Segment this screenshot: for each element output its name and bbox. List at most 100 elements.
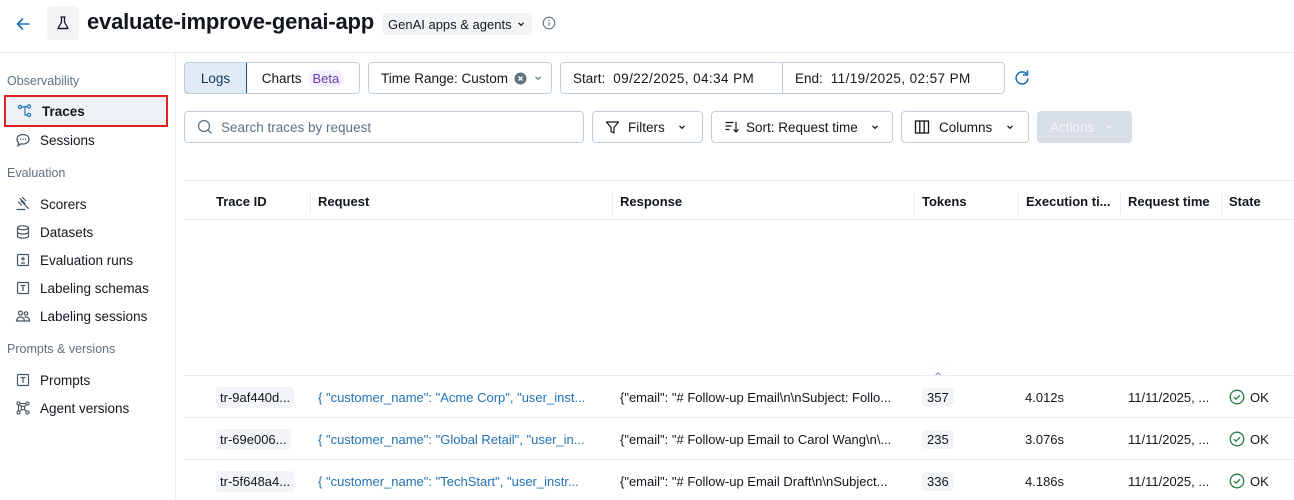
sidebar-item-label: Labeling schemas <box>40 280 149 296</box>
sidebar-item-labeling-schemas[interactable]: Labeling schemas <box>4 272 168 304</box>
state-label: OK <box>1250 389 1269 405</box>
traces-icon <box>16 103 33 120</box>
request-preview[interactable]: { "customer_name": "TechStart", "user_in… <box>318 473 579 489</box>
text-box-icon <box>14 372 31 389</box>
time-range-label: Time Range: Custom <box>381 70 509 86</box>
clear-icon[interactable] <box>514 72 527 85</box>
sidebar-item-label: Datasets <box>40 224 94 240</box>
search-input[interactable] <box>221 119 561 135</box>
arrow-left-icon <box>16 18 30 30</box>
trace-id[interactable]: tr-69e006... <box>216 428 291 450</box>
end-date-field[interactable]: End: 11/19/2025, 02:57 PM <box>783 63 1004 93</box>
gavel-icon <box>14 196 31 213</box>
back-button[interactable] <box>12 12 34 36</box>
response-preview: {"email": "# Follow-up Email to Carol Wa… <box>620 431 892 447</box>
sidebar-item-sessions[interactable]: Sessions <box>4 124 168 156</box>
column-header-request[interactable]: Request <box>310 181 612 221</box>
columns-dropdown[interactable]: Columns <box>901 111 1029 143</box>
chevron-down-icon <box>871 125 878 130</box>
start-label: Start: <box>573 70 606 86</box>
date-range-picker: Start: 09/22/2025, 04:34 PM End: 11/19/2… <box>560 62 1005 94</box>
state-badge: OK <box>1229 460 1289 500</box>
column-header-response[interactable]: Response <box>612 181 914 221</box>
sidebar-item-label: Evaluation runs <box>40 252 134 268</box>
sort-dropdown[interactable]: Sort: Request time <box>711 111 893 143</box>
trace-id[interactable]: tr-5f648a4... <box>216 470 295 492</box>
sidebar-item-label: Prompts <box>40 372 91 388</box>
info-icon[interactable] <box>542 16 558 32</box>
tokens-value: 357 <box>922 387 954 407</box>
beta-badge: Beta <box>307 69 345 87</box>
sidebar-item-label: Labeling sessions <box>40 308 148 324</box>
tab-charts[interactable]: Charts Beta <box>247 63 359 93</box>
response-preview: {"email": "# Follow-up Email Draft\n\nSu… <box>620 473 888 489</box>
chat-bubble-icon <box>14 132 31 149</box>
column-header-tokens[interactable]: Tokens <box>914 181 1018 221</box>
start-value: 09/22/2025, 04:34 PM <box>613 70 755 86</box>
chevron-down-icon <box>535 76 541 81</box>
refresh-icon <box>1015 70 1029 85</box>
sidebar-item-datasets[interactable]: Datasets <box>4 216 168 248</box>
column-header-request-time[interactable]: Request time <box>1120 181 1221 221</box>
search-icon <box>197 119 212 134</box>
main-content: Logs Charts Beta Time Range: Custom Star… <box>184 54 1294 500</box>
state-badge: OK <box>1229 418 1289 460</box>
nodes-icon <box>14 400 31 417</box>
check-circle-icon <box>1229 431 1245 447</box>
request-preview[interactable]: { "customer_name": "Acme Corp", "user_in… <box>318 389 586 405</box>
state-badge: OK <box>1229 376 1289 418</box>
chevron-down-icon <box>1007 125 1014 130</box>
view-toggle: Logs Charts Beta <box>184 62 360 94</box>
chevron-down-icon <box>517 22 524 27</box>
table-row[interactable]: tr-5f648a4... { "customer_name": "TechSt… <box>184 459 1294 500</box>
app-type-dropdown[interactable]: GenAI apps & agents <box>382 13 532 35</box>
app-icon <box>47 6 79 40</box>
sort-label: Sort: Request time <box>746 119 858 135</box>
table-row[interactable]: tr-69e006... { "customer_name": "Global … <box>184 417 1294 459</box>
sidebar-item-prompts[interactable]: Prompts <box>4 364 168 396</box>
section-prompts-versions: Prompts & versions <box>7 342 116 356</box>
tab-charts-label: Charts <box>261 70 302 86</box>
filters-button[interactable]: Filters <box>592 111 703 143</box>
columns-label: Columns <box>939 119 993 135</box>
request-time: 11/11/2025, ... <box>1128 473 1210 489</box>
sidebar-item-labeling-sessions[interactable]: Labeling sessions <box>4 300 168 332</box>
execution-time: 3.076s <box>1025 431 1065 447</box>
users-icon <box>14 308 31 325</box>
refresh-button[interactable] <box>1013 69 1031 87</box>
start-date-field[interactable]: Start: 09/22/2025, 04:34 PM <box>561 63 783 93</box>
time-range-dropdown[interactable]: Time Range: Custom <box>368 62 552 94</box>
column-header-trace-id[interactable]: Trace ID <box>216 193 267 209</box>
chevron-up-icon <box>935 371 941 376</box>
filter-icon <box>605 120 620 134</box>
text-box-icon <box>14 280 31 297</box>
actions-dropdown[interactable]: Actions <box>1037 111 1132 143</box>
scroll-up-button[interactable] <box>928 364 948 384</box>
tab-logs[interactable]: Logs <box>185 63 247 93</box>
execution-time: 4.186s <box>1025 473 1065 489</box>
section-evaluation: Evaluation <box>7 166 66 180</box>
state-label: OK <box>1250 431 1269 447</box>
sidebar-item-scorers[interactable]: Scorers <box>4 188 168 220</box>
state-label: OK <box>1250 473 1269 489</box>
column-header-execution-time[interactable]: Execution ti... <box>1018 181 1120 221</box>
check-circle-icon <box>1229 389 1245 405</box>
column-header-state[interactable]: State <box>1221 181 1294 221</box>
table-row[interactable]: tr-9af440d... { "customer_name": "Acme C… <box>184 375 1294 417</box>
trace-id[interactable]: tr-9af440d... <box>216 386 295 408</box>
sidebar-item-label: Sessions <box>40 132 95 148</box>
tokens-value: 235 <box>922 429 954 449</box>
sidebar-item-label: Scorers <box>40 196 87 212</box>
sidebar-item-traces[interactable]: Traces <box>4 95 168 127</box>
database-icon <box>14 224 31 241</box>
sidebar-item-agent-versions[interactable]: Agent versions <box>4 392 168 424</box>
section-observability: Observability <box>7 74 80 88</box>
plus-minus-box-icon <box>14 252 31 269</box>
request-preview[interactable]: { "customer_name": "Global Retail", "use… <box>318 431 585 447</box>
sidebar-item-evaluation-runs[interactable]: Evaluation runs <box>4 244 168 276</box>
flask-icon <box>57 16 69 30</box>
sort-icon <box>725 121 739 133</box>
sidebar-item-label: Traces <box>42 103 85 119</box>
sidebar-item-label: Agent versions <box>40 400 130 416</box>
table-header: Trace ID Request Response Tokens Executi… <box>184 180 1294 220</box>
